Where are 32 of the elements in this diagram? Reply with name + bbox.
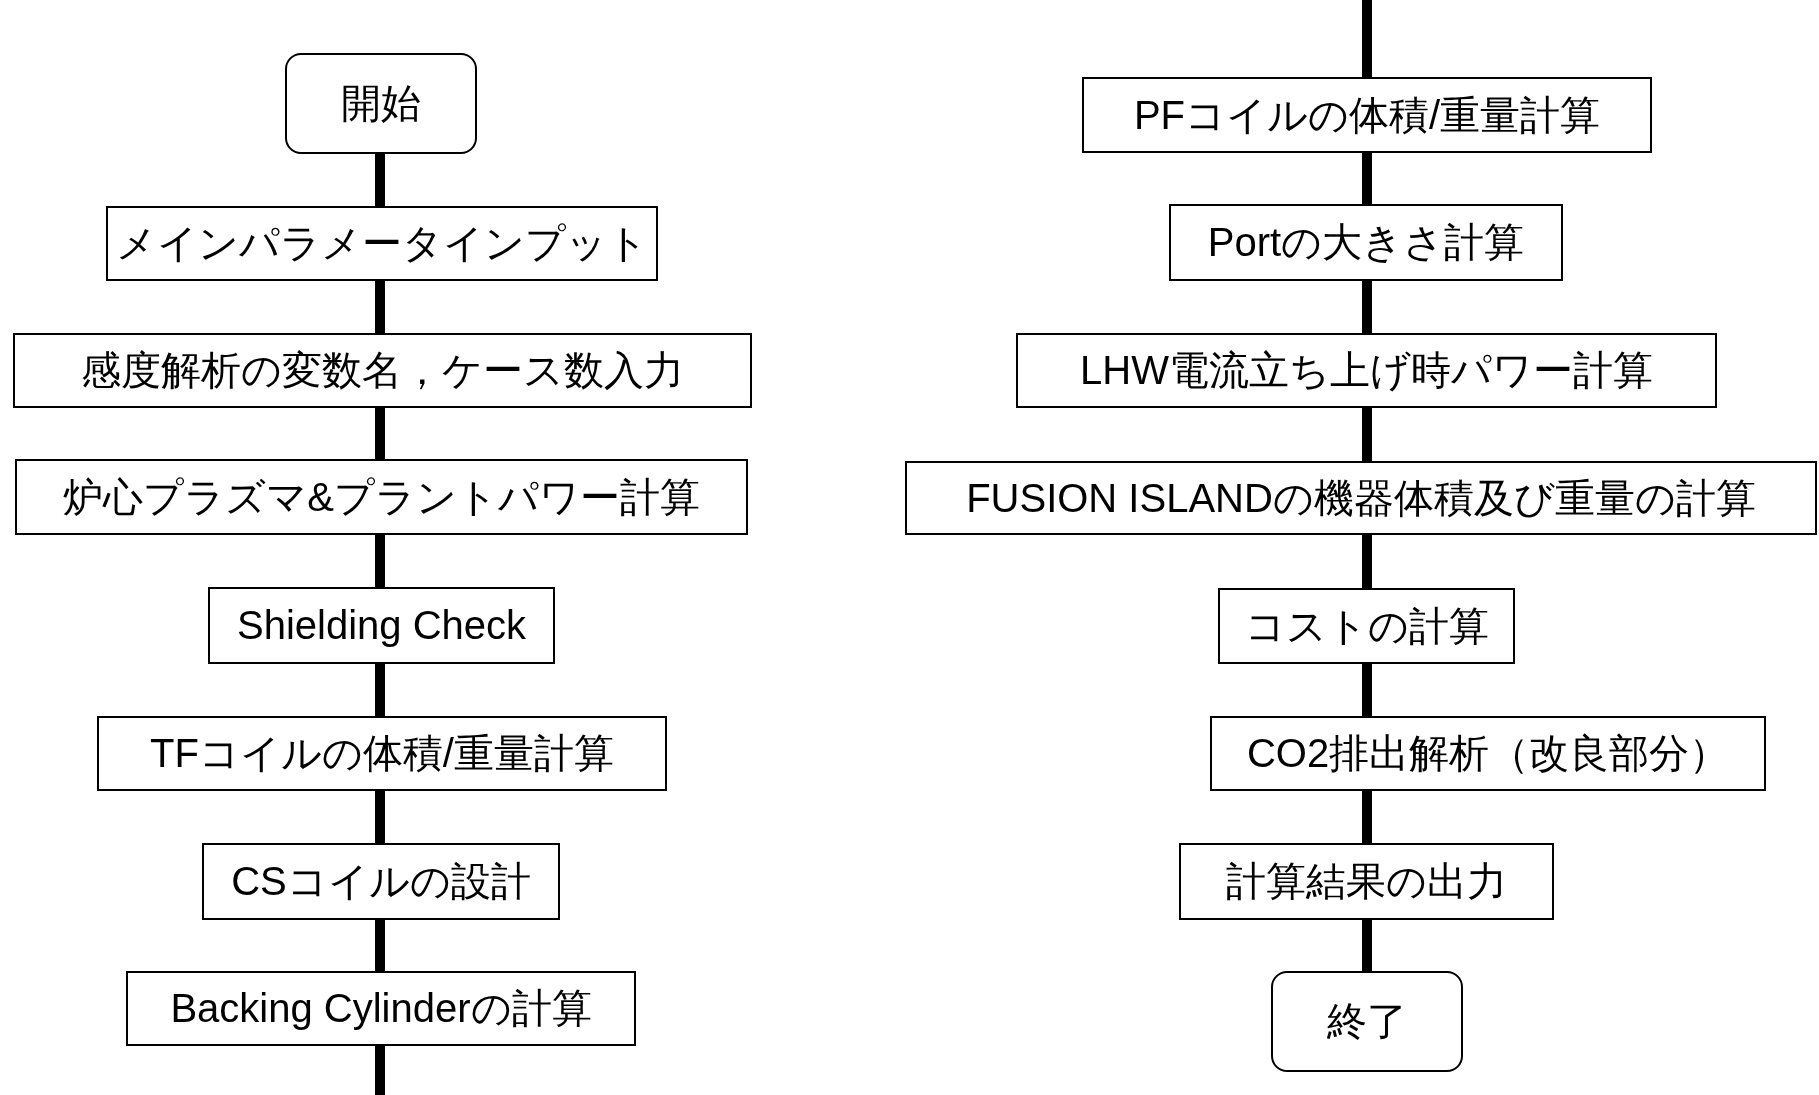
connector-line: [1362, 664, 1372, 716]
process-box: CO2排出解析（改良部分）: [1210, 716, 1766, 791]
connector-line: [375, 408, 385, 459]
process-box: 炉心プラズマ&プラントパワー計算: [15, 459, 748, 535]
process-box: 感度解析の変数名，ケース数入力: [13, 333, 752, 408]
process-box: 計算結果の出力: [1179, 843, 1554, 920]
process-box: メインパラメータインプット: [106, 206, 658, 281]
connector-line: [375, 154, 385, 206]
connector-line: [375, 1046, 385, 1095]
connector-line: [375, 281, 385, 333]
process-box: LHW電流立ち上げ時パワー計算: [1016, 333, 1717, 408]
connector-line: [375, 791, 385, 843]
process-box: TFコイルの体積/重量計算: [97, 716, 667, 791]
process-box: CSコイルの設計: [202, 843, 560, 920]
connector-line: [1362, 535, 1372, 588]
process-box: Backing Cylinderの計算: [126, 971, 636, 1046]
process-box: PFコイルの体積/重量計算: [1082, 77, 1652, 153]
start-box: 開始: [285, 53, 477, 154]
connector-line: [375, 920, 385, 971]
connector-line: [1362, 281, 1372, 333]
connector-line: [1362, 408, 1372, 461]
connector-line: [375, 535, 385, 587]
end-box: 終了: [1271, 971, 1463, 1072]
connector-line: [1362, 791, 1372, 843]
connector-line: [1362, 0, 1372, 77]
process-box: Portの大きさ計算: [1169, 204, 1563, 281]
process-box: コストの計算: [1218, 588, 1515, 664]
connector-line: [1362, 920, 1372, 971]
process-box: FUSION ISLANDの機器体積及び重量の計算: [905, 461, 1817, 535]
process-box: Shielding Check: [208, 587, 555, 664]
connector-line: [375, 664, 385, 716]
connector-line: [1362, 153, 1372, 204]
